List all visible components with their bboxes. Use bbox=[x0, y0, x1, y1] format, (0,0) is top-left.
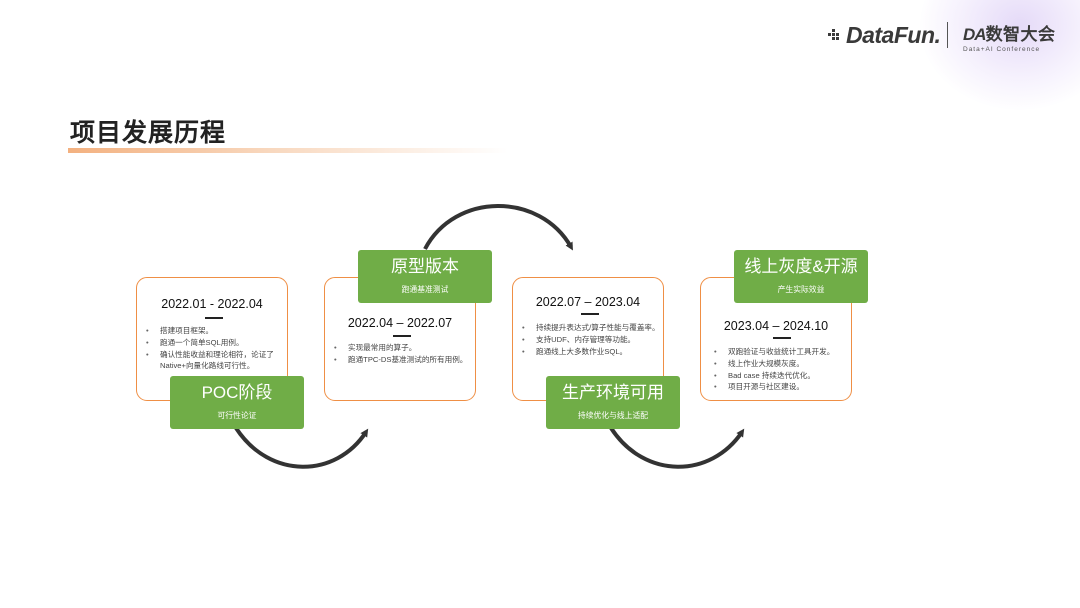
list-item: 实现最常用的算子。 bbox=[334, 342, 474, 354]
stage-label-poc: POC阶段 可行性论证 bbox=[170, 376, 304, 429]
stage-name: 生产环境可用 bbox=[562, 383, 664, 402]
list-item: 双跑验证与收益统计工具开发。 bbox=[714, 346, 852, 358]
date-tick bbox=[393, 335, 411, 337]
stage-name: POC阶段 bbox=[201, 383, 273, 402]
list-item: 确认性能收益和理论相符，论证了Native+向量化路线可行性。 bbox=[146, 349, 288, 373]
stage-name: 线上灰度&开源 bbox=[744, 257, 858, 276]
list-item: 跑通一个简单SQL用例。 bbox=[146, 337, 288, 349]
date-tick bbox=[581, 313, 599, 315]
list-item: Bad case 持续迭代优化。 bbox=[714, 370, 852, 382]
stage-desc: 可行性论证 bbox=[217, 411, 257, 420]
stage-date: 2022.04 – 2022.07 bbox=[347, 316, 453, 330]
stage-desc: 产生实际效益 bbox=[777, 285, 825, 294]
stage-date: 2022.01 - 2022.04 bbox=[161, 297, 263, 311]
da-logo-subtitle: Data+AI Conference bbox=[963, 46, 1041, 53]
stage-label-production: 生产环境可用 持续优化与线上适配 bbox=[546, 376, 680, 429]
stage-desc: 持续优化与线上适配 bbox=[577, 411, 649, 420]
stage-bullets: 搭建项目框架。 跑通一个简单SQL用例。 确认性能收益和理论相符，论证了Nati… bbox=[146, 325, 288, 372]
date-tick bbox=[205, 317, 223, 319]
datafun-logo: DataFun. bbox=[828, 20, 941, 50]
logo-separator bbox=[947, 22, 948, 48]
list-item: 支持UDF、内存管理等功能。 bbox=[522, 334, 662, 346]
stage-date: 2023.04 – 2024.10 bbox=[723, 319, 829, 333]
stage-label-opensource: 线上灰度&开源 产生实际效益 bbox=[734, 250, 868, 303]
da-logo-text: 数智大会 bbox=[985, 25, 1056, 44]
datafun-dots-icon bbox=[828, 29, 839, 40]
stage-date: 2022.07 – 2023.04 bbox=[535, 295, 641, 309]
arc-arrow-1 bbox=[234, 426, 369, 469]
date-tick bbox=[773, 337, 791, 339]
stage-bullets: 持续提升表达式/算子性能与覆盖率。 支持UDF、内存管理等功能。 跑通线上大多数… bbox=[522, 322, 662, 357]
list-item: 搭建项目框架。 bbox=[146, 325, 288, 337]
stage-desc: 跑通基准测试 bbox=[401, 285, 449, 294]
da-conference-logo: DA数智大会 Data+AI Conference bbox=[963, 25, 1056, 53]
datafun-logo-text: DataFun. bbox=[846, 21, 941, 48]
list-item: 跑通线上大多数作业SQL。 bbox=[522, 346, 662, 358]
arc-arrow-3 bbox=[609, 426, 745, 469]
list-item: 持续提升表达式/算子性能与覆盖率。 bbox=[522, 322, 662, 334]
stage-label-prototype: 原型版本 跑通基准测试 bbox=[358, 250, 492, 303]
stage-name: 原型版本 bbox=[391, 257, 459, 276]
list-item: 线上作业大规模灰度。 bbox=[714, 358, 852, 370]
list-item: 项目开源与社区建设。 bbox=[714, 381, 852, 393]
arc-arrow-2 bbox=[423, 204, 573, 251]
page-title: 项目发展历程 bbox=[70, 119, 227, 147]
stage-bullets: 双跑验证与收益统计工具开发。 线上作业大规模灰度。 Bad case 持续迭代优… bbox=[714, 346, 852, 393]
stage-bullets: 实现最常用的算子。 跑通TPC-DS基准测试的所有用例。 bbox=[334, 342, 474, 366]
list-item: 跑通TPC-DS基准测试的所有用例。 bbox=[334, 354, 474, 366]
title-underline bbox=[68, 148, 508, 153]
